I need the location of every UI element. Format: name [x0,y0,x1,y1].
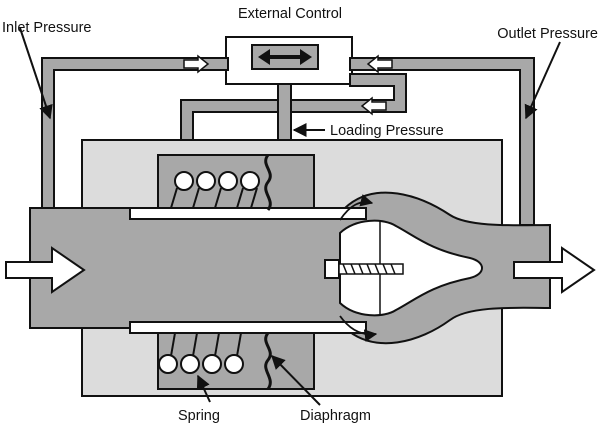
upper-diaphragm [264,154,272,211]
upper-spring-coils [170,171,260,209]
double-headed-arrow-icon [258,49,312,65]
spring-label: Spring [178,408,220,424]
flow-arrow-lower [339,315,378,342]
inlet-flow-arrow-icon [5,246,86,294]
external-control-label: External Control [238,6,342,22]
diaphragm-label: Diaphragm [300,408,371,424]
inlet-line-arrow-icon [183,54,210,74]
outlet-line-arrow-icon [366,54,393,74]
lower-diaphragm [264,332,272,390]
diaphragm-leader [271,354,321,406]
upper-sleeve [129,207,367,220]
outlet-pressure-label: Outlet Pressure [497,26,598,42]
inlet-pressure-leader [19,27,53,120]
lower-spring-coils [158,332,244,374]
flow-passage [29,191,551,345]
loading-pressure-label: Loading Pressure [330,123,444,139]
lower-sleeve [129,321,367,334]
spring-leader [196,374,211,403]
loading-line-arrow-icon [360,96,387,116]
adjustment-screw [324,259,404,279]
inlet-pressure-line [30,57,229,209]
outlet-flow-arrow-icon [513,246,596,294]
inlet-pressure-label: Inlet Pressure [2,20,91,36]
flow-arrow-upper [339,194,374,221]
valve-plug [339,219,483,317]
outlet-pressure-leader [524,41,561,120]
